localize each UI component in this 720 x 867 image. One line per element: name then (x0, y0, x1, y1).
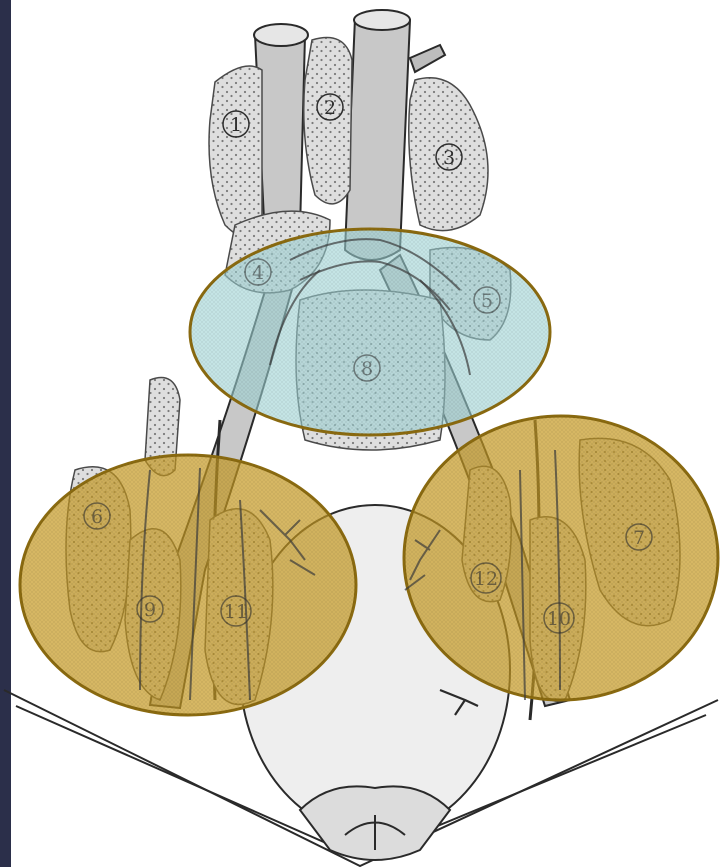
node-1-shape (209, 66, 262, 239)
node-label-10: 10 (544, 603, 574, 633)
svg-text:5: 5 (481, 290, 493, 312)
node-label-12: 12 (471, 563, 501, 593)
node-label-11: 11 (221, 596, 251, 626)
svg-text:1: 1 (230, 114, 242, 136)
node-2-shape (304, 38, 352, 204)
svg-text:7: 7 (633, 527, 645, 549)
svg-text:10: 10 (547, 608, 571, 630)
svg-text:3: 3 (443, 147, 455, 169)
svg-text:4: 4 (252, 262, 264, 284)
svg-text:6: 6 (91, 506, 103, 528)
svg-text:9: 9 (144, 599, 156, 621)
svg-text:12: 12 (474, 568, 498, 590)
svg-text:11: 11 (224, 601, 248, 623)
svg-text:8: 8 (361, 358, 373, 380)
svg-text:2: 2 (324, 97, 336, 119)
